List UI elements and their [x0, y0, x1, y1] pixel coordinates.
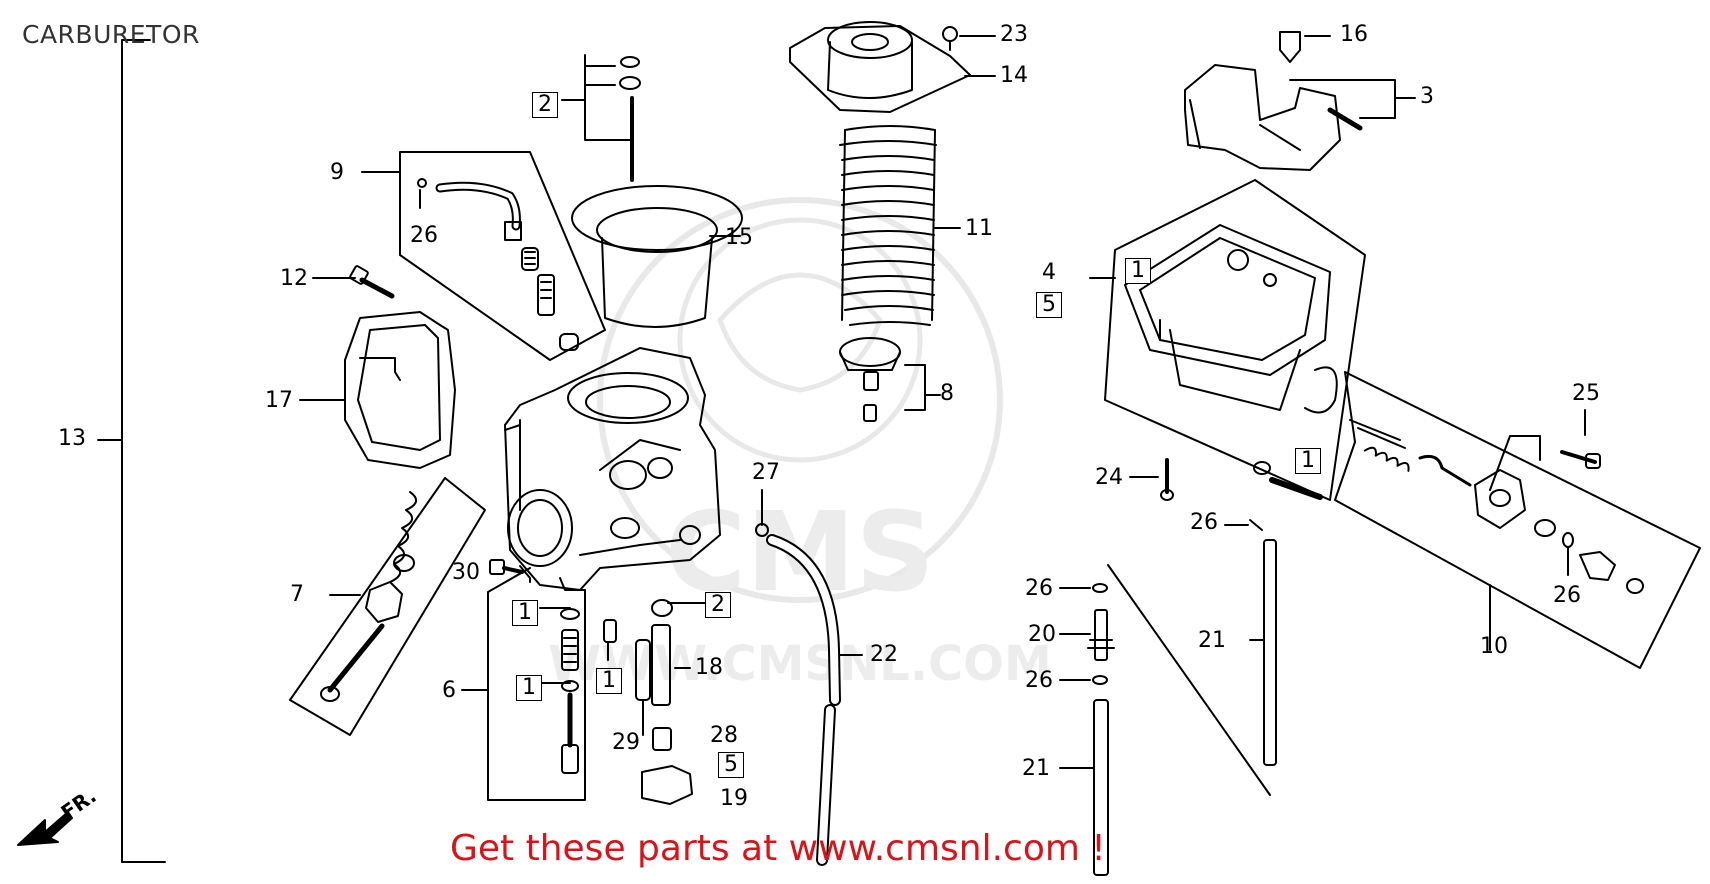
callout-4: 4: [1042, 260, 1056, 285]
part-1-screw-chamber: [1253, 461, 1323, 500]
callout-1-chamber-bottom: 1: [1295, 448, 1321, 474]
callout-19: 19: [720, 786, 748, 811]
callout-12: 12: [280, 266, 308, 291]
watermark: CMS WWW.CMSNL.COM: [548, 197, 1052, 692]
callout-18: 18: [695, 655, 723, 680]
part-9-hose: [417, 178, 579, 351]
callout-21-right: 21: [1198, 628, 1226, 653]
part-3-float: [1184, 64, 1416, 171]
group-box-6: [461, 567, 586, 801]
callout-28: 28: [710, 723, 738, 748]
part-21-tube-a: [1249, 539, 1277, 766]
group-box-4: [1089, 179, 1366, 501]
callout-1-chamber-top: 1: [1125, 258, 1151, 284]
part-1-small-jet: [603, 619, 617, 661]
callout-27: 27: [752, 460, 780, 485]
part-26-clip-c: [1059, 675, 1108, 685]
callout-23: 23: [1000, 22, 1028, 47]
callout-9: 9: [330, 160, 344, 185]
page-title: CARBURETOR: [22, 20, 200, 49]
group-box-10: [1334, 371, 1701, 669]
callout-26-lower: 26: [1025, 668, 1053, 693]
callout-17: 17: [265, 388, 293, 413]
part-16-valve: [1279, 31, 1331, 63]
callout-22: 22: [870, 642, 898, 667]
callout-26-upper: 26: [1025, 576, 1053, 601]
part-20-joint: [1059, 609, 1115, 661]
part-11-spring: [839, 125, 961, 326]
part-23-screw: [942, 26, 996, 51]
part-8-holder: [839, 337, 941, 422]
callout-26-mid: 26: [1190, 510, 1218, 535]
part-2-needle-top: [561, 54, 641, 182]
callout-7: 7: [290, 582, 304, 607]
part-24-bolt: [1129, 458, 1174, 501]
callout-24: 24: [1095, 465, 1123, 490]
callout-25: 25: [1572, 381, 1600, 406]
promo-link[interactable]: Get these parts at www.cmsnl.com !: [450, 828, 1106, 869]
callout-26-left: 26: [410, 223, 438, 248]
part-30-screw: [489, 559, 531, 583]
callout-1-a: 1: [512, 600, 538, 626]
part-18-tube: [635, 599, 706, 805]
part-15-piston: [571, 185, 743, 328]
callout-2-top: 2: [532, 92, 558, 118]
callout-30: 30: [452, 560, 480, 585]
callout-15: 15: [725, 225, 753, 250]
part-26-clip-b: [1059, 583, 1108, 593]
leader-26-21: [1107, 564, 1271, 796]
watermark-url: WWW.CMSNL.COM: [548, 636, 1052, 692]
part-17-cover: [299, 311, 456, 469]
front-arrow-icon: [17, 811, 73, 846]
callout-8: 8: [940, 381, 954, 406]
callout-1-c: 1: [596, 668, 622, 694]
group-box-9: [361, 151, 606, 361]
callout-16: 16: [1340, 22, 1368, 47]
callout-26-right: 26: [1553, 583, 1581, 608]
callout-20: 20: [1028, 622, 1056, 647]
part-26-clip-d: [1562, 532, 1574, 576]
callout-5-chamber: 5: [1036, 292, 1062, 318]
part-27-clip: [755, 489, 769, 537]
callout-10: 10: [1480, 634, 1508, 659]
part-21-tube-b: [1059, 699, 1109, 876]
callout-21-left: 21: [1022, 756, 1050, 781]
callout-13: 13: [58, 426, 86, 451]
part-22-hose: [766, 534, 863, 866]
callout-2-lower: 2: [705, 592, 731, 618]
callout-29: 29: [612, 730, 640, 755]
group-box-7: [289, 477, 486, 736]
part-carb-body: [504, 347, 721, 591]
callout-1-b: 1: [516, 675, 542, 701]
part-14-top-cover: [789, 21, 996, 113]
part-12-screw: [312, 265, 395, 299]
part-25-screw: [1560, 409, 1601, 469]
callout-3: 3: [1420, 84, 1434, 109]
callout-6: 6: [442, 678, 456, 703]
bracket-13: [97, 39, 166, 863]
callout-14: 14: [1000, 63, 1028, 88]
callout-5-lower: 5: [718, 752, 744, 778]
callout-11: 11: [965, 216, 993, 241]
part-26-clip-a: [1224, 519, 1263, 531]
